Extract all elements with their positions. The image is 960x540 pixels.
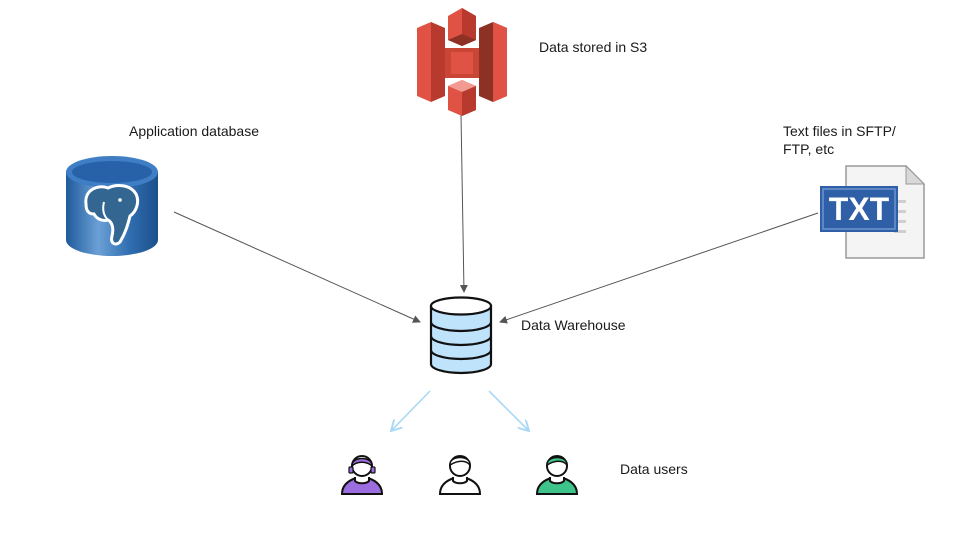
users-label: Data users — [620, 461, 688, 477]
user-female-icon — [338, 450, 386, 503]
edge-s3-to-warehouse — [459, 113, 468, 293]
textfiles-label-line2: FTP, etc — [783, 141, 835, 157]
appdb-label: Application database — [129, 123, 259, 139]
s3-label: Data stored in S3 — [539, 39, 648, 55]
edge-textfiles-to-warehouse — [499, 212, 819, 324]
warehouse-label: Data Warehouse — [521, 317, 626, 333]
postgresql-database-icon — [64, 152, 160, 265]
txt-file-icon: TXT — [818, 164, 928, 267]
aws-s3-bucket-icon — [415, 6, 509, 123]
edge-warehouse-to-users-right — [488, 390, 529, 431]
database-stack-icon — [428, 296, 494, 381]
user-icon — [436, 450, 484, 503]
edge-appdb-to-warehouse — [173, 211, 421, 323]
user-male-icon — [533, 450, 581, 503]
edge-warehouse-to-users-left — [391, 390, 431, 431]
txt-icon-text: TXT — [828, 191, 890, 227]
textfiles-label-line1: Text files in SFTP/ — [783, 123, 896, 139]
